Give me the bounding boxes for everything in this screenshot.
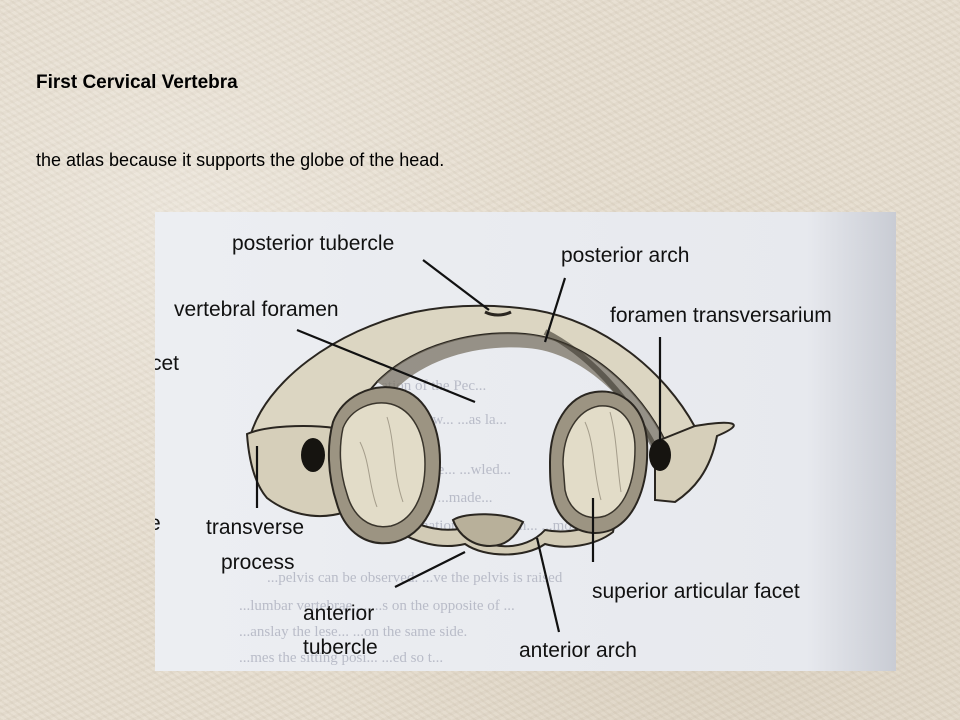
label-superior-articular-facet: superior articular facet [592, 580, 800, 603]
leader-posterior-tubercle [422, 259, 490, 311]
label-posterior-arch: posterior arch [561, 244, 689, 267]
arch-inner-shadow [377, 333, 670, 452]
right-foramen-transversarium [649, 439, 671, 471]
bg-line: ...mes the sitting posi... ...ed so t... [239, 650, 443, 666]
bg-line: ...lumbar vertebrae.... ...s on the oppo… [239, 598, 515, 614]
atlas-vertebra-figure: ...ation of the Pec... ...ed that the w.… [155, 212, 896, 671]
leader-lines [255, 259, 662, 633]
anatomy-labels: posterior tubercle posterior arch verteb… [174, 232, 832, 662]
label-anterior-arch: anterior arch [519, 639, 637, 662]
slide-subtitle: the atlas because it supports the globe … [36, 150, 445, 170]
label-tubercle: tubercle [303, 636, 378, 659]
side-fragment-e: e [155, 512, 161, 535]
label-foramen-transversarium: foramen transversarium [610, 304, 832, 327]
slide-title: First Cervical Vertebra [36, 72, 238, 93]
left-superior-articular-facet [339, 402, 426, 528]
right-superior-articular-facet [562, 405, 636, 519]
leader-anterior-arch [535, 537, 561, 633]
label-anterior: anterior [303, 602, 374, 625]
leader-anterior-tubercle [394, 551, 466, 588]
facet-texture [359, 411, 622, 508]
leader-vertebral-foramen [296, 328, 476, 404]
left-foramen-transversarium [301, 438, 325, 472]
leader-posterior-arch [543, 277, 567, 343]
atlas-diagram: ...ation of the Pec... ...ed that the w.… [155, 212, 896, 671]
label-posterior-tubercle: posterior tubercle [232, 232, 394, 255]
label-vertebral-foramen: vertebral foramen [174, 298, 339, 321]
label-transverse: transverse [206, 516, 304, 539]
right-transverse-process [654, 421, 735, 504]
atlas-bone-illustration [245, 304, 735, 556]
side-fragment-cet: cet [155, 352, 179, 375]
posterior-tubercle-shape [484, 310, 512, 317]
label-process: process [221, 551, 295, 574]
bg-line: ...anslay the lese... ...on the same sid… [239, 624, 467, 640]
anterior-tubercle-shape [451, 513, 525, 548]
